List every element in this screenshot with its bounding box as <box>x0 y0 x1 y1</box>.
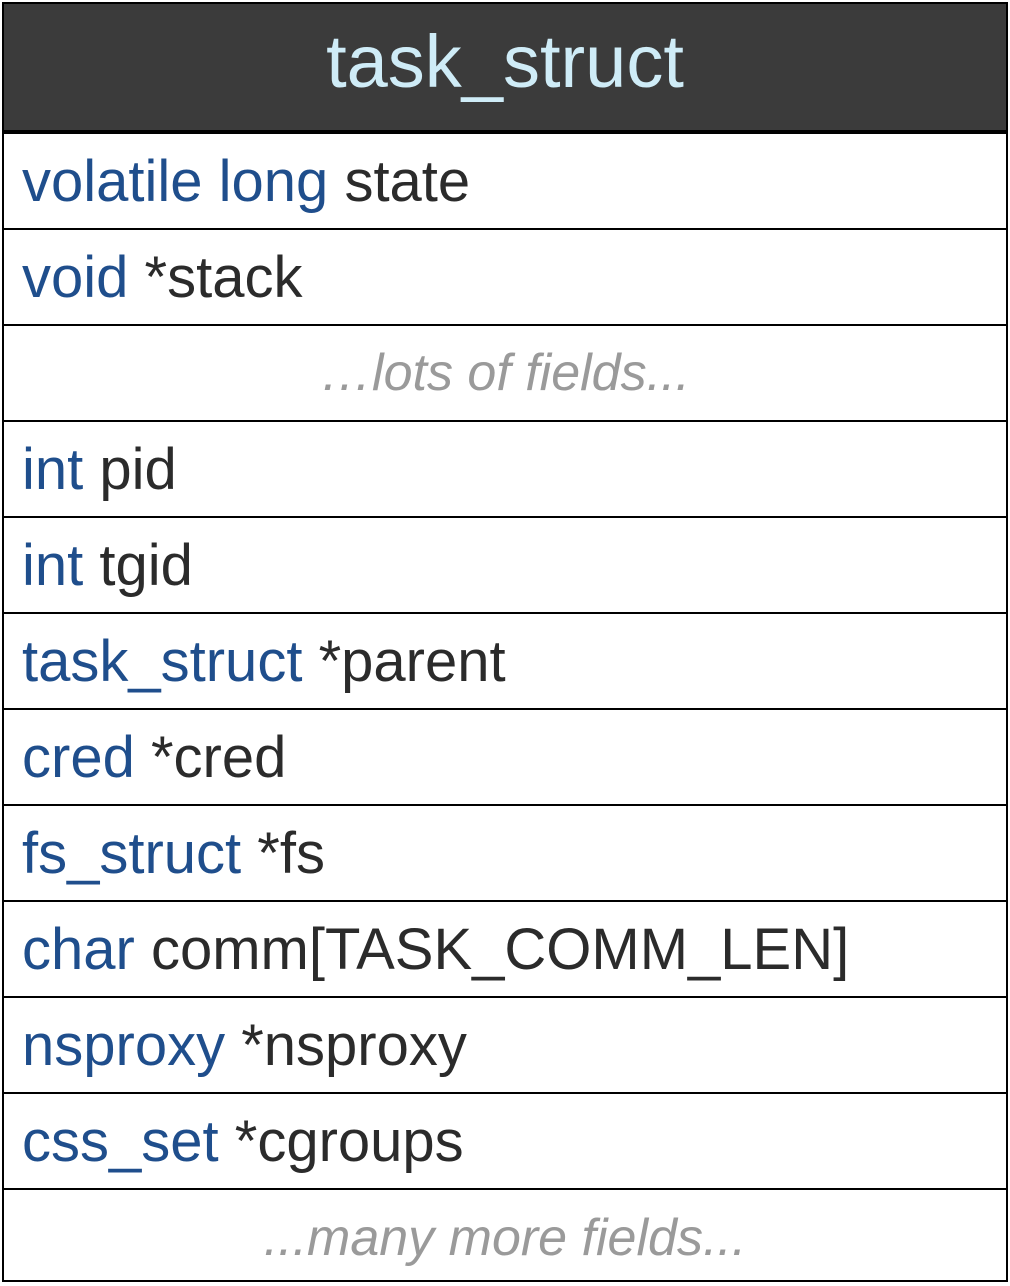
field-type: css_set <box>22 1108 219 1174</box>
field-row: fs_struct *fs <box>4 806 1006 902</box>
struct-title: task_struct <box>326 20 684 103</box>
field-type: void <box>22 244 129 310</box>
field-row: void *stack <box>4 230 1006 326</box>
field-name: tgid <box>99 532 193 598</box>
field-type: fs_struct <box>22 820 242 886</box>
field-name: pid <box>99 436 177 502</box>
field-name: *stack <box>144 244 303 310</box>
field-name: *cred <box>150 724 287 790</box>
field-type: cred <box>22 724 135 790</box>
field-name: *parent <box>318 628 506 694</box>
ellipsis-row: ...many more fields... <box>4 1190 1006 1286</box>
field-type: volatile long <box>22 148 329 214</box>
field-type: task_struct <box>22 628 303 694</box>
field-type: int <box>22 436 84 502</box>
field-row: nsproxy *nsproxy <box>4 998 1006 1094</box>
field-row: char comm[TASK_COMM_LEN] <box>4 902 1006 998</box>
field-name: *cgroups <box>234 1108 464 1174</box>
field-type: nsproxy <box>22 1012 226 1078</box>
field-name: *nsproxy <box>241 1012 467 1078</box>
struct-header: task_struct <box>4 4 1006 134</box>
field-row: cred *cred <box>4 710 1006 806</box>
field-row: int pid <box>4 422 1006 518</box>
field-name: comm[TASK_COMM_LEN] <box>150 916 850 982</box>
field-name: *fs <box>257 820 325 886</box>
field-name: state <box>344 148 471 214</box>
ellipsis-text: …lots of fields... <box>320 344 690 402</box>
ellipsis-text: ...many more fields... <box>263 1209 747 1267</box>
field-row: task_struct *parent <box>4 614 1006 710</box>
ellipsis-row: …lots of fields... <box>4 326 1006 422</box>
field-row: css_set *cgroups <box>4 1094 1006 1190</box>
field-row: volatile long state <box>4 134 1006 230</box>
field-row: int tgid <box>4 518 1006 614</box>
field-type: int <box>22 532 84 598</box>
field-type: char <box>22 916 135 982</box>
